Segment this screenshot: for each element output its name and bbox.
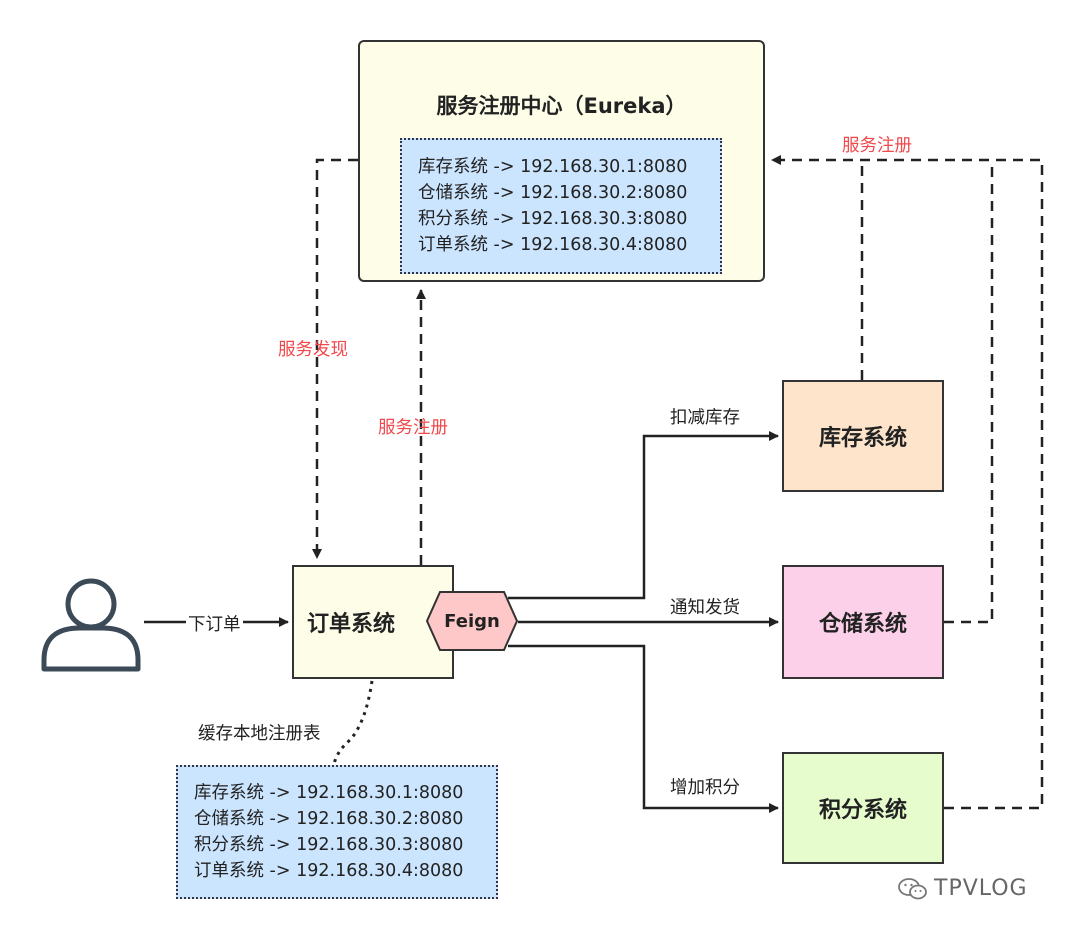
- watermark-text: TPVLOG: [934, 876, 1028, 901]
- points-system-node: 积分系统: [782, 752, 944, 864]
- cache-entry: 仓储系统 -> 192.168.30.2:8080: [194, 809, 464, 829]
- notify-ship-label: 通知发货: [668, 594, 742, 619]
- registry-entry: 订单系统 -> 192.168.30.4:8080: [418, 235, 688, 255]
- systems-register-label: 服务注册: [842, 136, 912, 156]
- eureka-title: 服务注册中心（Eureka）: [436, 94, 687, 118]
- eureka-registry-table: 库存系统 -> 192.168.30.1:8080 仓储系统 -> 192.16…: [400, 138, 722, 274]
- cache-entry: 订单系统 -> 192.168.30.4:8080: [194, 861, 464, 881]
- points-system-label: 积分系统: [818, 798, 907, 823]
- inventory-system-label: 库存系统: [818, 426, 907, 451]
- cache-entry: 库存系统 -> 192.168.30.1:8080: [194, 783, 464, 803]
- registry-entry: 积分系统 -> 192.168.30.3:8080: [418, 209, 688, 229]
- registry-entry: 仓储系统 -> 192.168.30.2:8080: [418, 183, 688, 203]
- wechat-icon: [898, 877, 927, 899]
- feign-hexagon: [426, 591, 518, 651]
- inventory-system-node: 库存系统: [782, 380, 944, 492]
- cache-line: [332, 680, 374, 766]
- discovery-line: [312, 158, 358, 559]
- place-order-label: 下订单: [186, 611, 243, 636]
- add-points-label: 增加积分: [668, 774, 742, 799]
- service-discovery-label: 服务发现: [278, 340, 348, 360]
- order-system-label: 订单系统: [306, 612, 395, 637]
- cache-local-label: 缓存本地注册表: [196, 720, 323, 745]
- add-points-line: [508, 644, 779, 813]
- deduct-stock-line: [508, 431, 779, 600]
- warehouse-system-label: 仓储系统: [818, 612, 907, 637]
- order-register-label: 服务注册: [378, 418, 448, 438]
- warehouse-system-node: 仓储系统: [782, 565, 944, 679]
- cache-entry: 积分系统 -> 192.168.30.3:8080: [194, 835, 464, 855]
- local-registry-cache: 库存系统 -> 192.168.30.1:8080 仓储系统 -> 192.16…: [176, 765, 498, 899]
- eureka-registry-center: 服务注册中心（Eureka） 库存系统 -> 192.168.30.1:8080…: [358, 40, 765, 282]
- user-icon: [41, 578, 141, 672]
- deduct-stock-label: 扣减库存: [668, 404, 742, 429]
- watermark: TPVLOG: [898, 876, 1028, 901]
- feign-label: Feign: [444, 610, 500, 632]
- warehouse-register-line: [944, 160, 994, 624]
- registry-entry: 库存系统 -> 192.168.30.1:8080: [418, 157, 688, 177]
